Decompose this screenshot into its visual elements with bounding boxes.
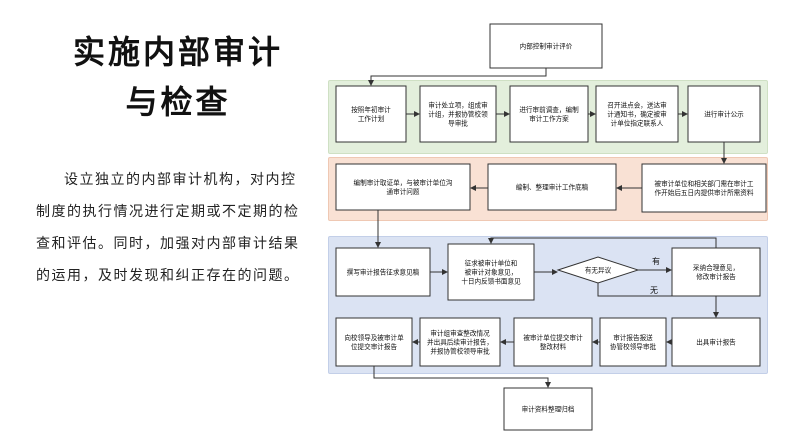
flow-node-text: 按照年初审计 — [351, 105, 391, 114]
flow-box — [595, 85, 679, 143]
flow-node-text: 并出具后续审计报告， — [427, 337, 493, 346]
flow-box — [487, 163, 617, 211]
flow-node-text: 召开进点会，送达审 — [607, 100, 667, 109]
flow-node-text: 计组，并报协管校领 — [428, 109, 488, 118]
flow-box — [513, 317, 593, 367]
edge-start-to-n1 — [368, 68, 547, 86]
flow-node-n12: 出具审计报告 — [671, 317, 761, 367]
flow-node-text: 并报协管校领导审批 — [430, 346, 490, 355]
flow-node-text: 被审计对象意见， — [465, 267, 518, 276]
flow-node-text: 被审计单位提交审计 — [523, 333, 583, 342]
flow-node-text: 向校领导及被审计单 — [344, 333, 404, 342]
description-text: 设立独立的内部审计机构，对内控制度的执行情况进行定期或不定期的检查和评估。同时，… — [36, 172, 300, 284]
flow-box — [671, 247, 761, 297]
edge-n11-back-to-n10 — [488, 237, 717, 248]
flow-node-text: 工作计划 — [358, 114, 385, 123]
edge-label-no: 无 — [650, 286, 658, 295]
edge-n16-to-end — [373, 366, 551, 388]
flow-node-text: 十日内反馈书面意见 — [461, 276, 521, 285]
flow-box — [335, 163, 471, 211]
edge-decision-no — [597, 283, 719, 318]
edge-label-yes: 有 — [652, 256, 660, 266]
flow-node-text: 作开始后五日内提供审计所需资料 — [655, 188, 754, 197]
page-title-line-1: 实施内部审计 — [72, 33, 283, 71]
flow-box — [419, 317, 501, 367]
flow-node-text: 征求被审计单位和 — [465, 258, 518, 267]
flow-node-n7: 编制、整理审计工作底稿 — [487, 163, 617, 211]
flow-node-text: 编制、整理审计工作底稿 — [516, 182, 589, 191]
flow-node-decision: 有无异议 — [556, 256, 640, 284]
flow-node-text: 导审批 — [448, 118, 468, 127]
flow-node-text: 有无异议 — [585, 265, 612, 274]
flow-node-n9: 撰写审计报告征求意见稿 — [335, 247, 431, 297]
flow-node-text: 进行审计公示 — [704, 109, 744, 118]
flow-box — [335, 85, 407, 143]
flow-node-n5: 进行审计公示 — [687, 85, 761, 143]
flow-node-end: 审计资料整理归档 — [503, 387, 593, 431]
flow-node-text: 进行审前调查，编制 — [519, 105, 579, 114]
page-title-line-2: 与检查 — [125, 83, 231, 121]
flow-box — [447, 243, 535, 301]
flow-node-text: 审计处立项，组成审 — [428, 100, 488, 109]
flow-node-text: 编制审计取证单，与被审计单位沟 — [354, 178, 453, 187]
flow-node-text: 协管校领导审批 — [610, 342, 657, 351]
flow-node-text: 位提交审计报告 — [351, 342, 398, 351]
flow-node-text: 审计组审查整改情况 — [430, 328, 490, 337]
flow-node-text: 出具审计报告 — [696, 337, 736, 346]
flow-node-text: 采纳合理意见， — [693, 263, 739, 272]
flow-node-text: 通审计问题 — [387, 187, 420, 196]
flow-node-text: 审计报告报送 — [613, 333, 653, 342]
flow-box — [503, 387, 593, 431]
flow-node-text: 修改审计报告 — [696, 272, 736, 281]
decision-diamond — [556, 256, 640, 284]
flow-node-text: 内部控制审计评价 — [520, 41, 573, 50]
flow-node-text: 撰写审计报告征求意见稿 — [347, 267, 420, 276]
flow-node-n11: 采纳合理意见，修改审计报告 — [671, 247, 761, 297]
flow-box — [335, 247, 431, 297]
flow-node-text: 审计工作方案 — [529, 114, 569, 123]
flow-box — [489, 23, 603, 69]
flow-box — [687, 85, 761, 143]
flow-box — [641, 163, 767, 213]
flow-box — [419, 85, 497, 143]
flow-node-text: 被审计单位和相关部门需在审计工 — [655, 179, 754, 188]
flow-node-text: 计通知书，确定被审 — [607, 109, 667, 118]
flow-node-text: 审计资料整理归档 — [522, 404, 575, 413]
flow-box — [671, 317, 761, 367]
flow-node-text: 整改材料 — [540, 342, 567, 351]
flow-node-start: 内部控制审计评价 — [489, 23, 603, 69]
flow-box — [509, 85, 589, 143]
flow-node-text: 计单位指定联系人 — [611, 118, 664, 127]
flow-box — [335, 317, 413, 367]
flow-box — [599, 317, 667, 367]
